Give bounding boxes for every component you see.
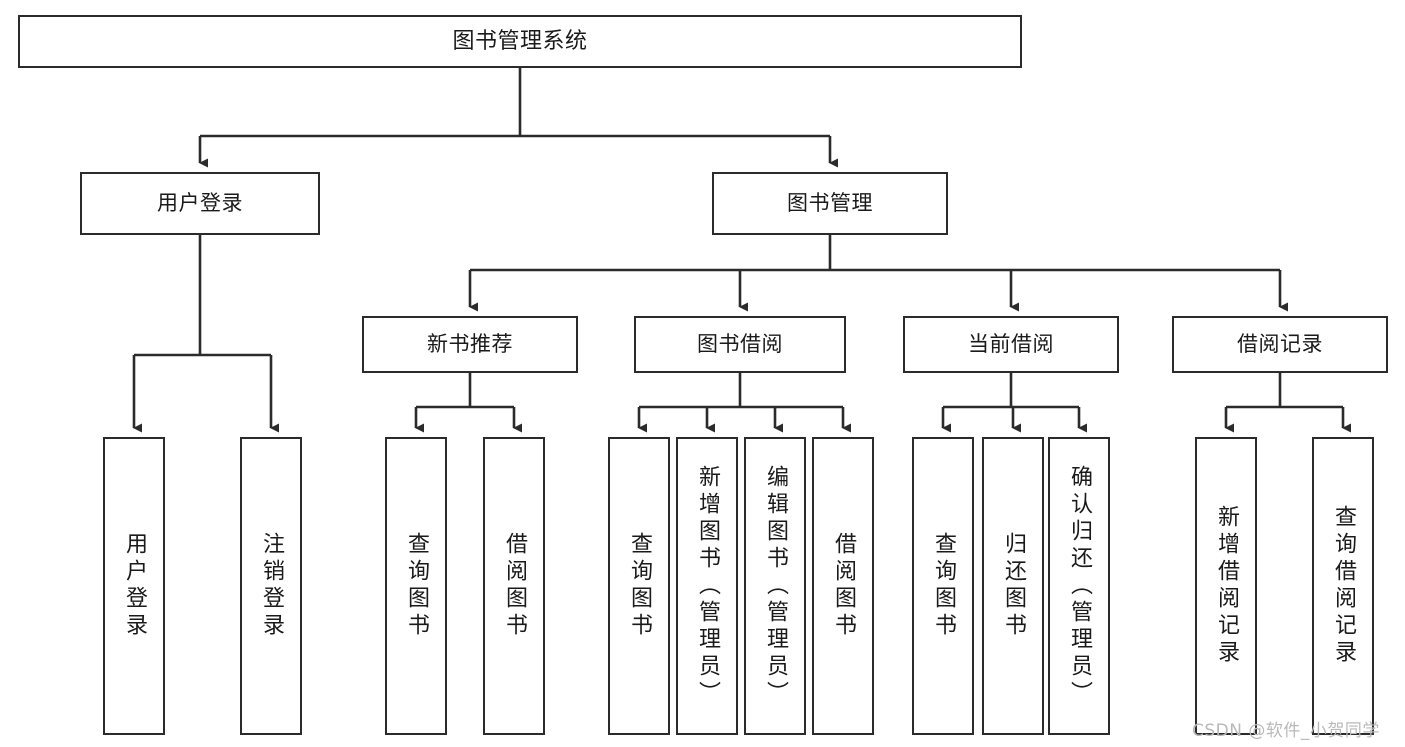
node-label-leaf-user-logout: 注销登录 [259, 532, 284, 640]
watermark-text: CSDN @软件_小贺同学 [1192, 721, 1380, 741]
node-label-book-borrow: 图书借阅 [697, 332, 783, 357]
node-label-book-manage: 图书管理 [787, 191, 873, 216]
node-label-leaf-bb-add: 新增图书（管理员） [695, 464, 720, 708]
node-label-borrow-record: 借阅记录 [1237, 332, 1323, 357]
node-label-leaf-rec-borrow: 借阅图书 [502, 532, 527, 640]
node-label-leaf-rec-query: 查询图书 [404, 532, 429, 640]
node-label-root: 图书管理系统 [452, 28, 588, 54]
node-leaf-user-login[interactable]: 用户登录 [103, 437, 165, 735]
node-leaf-user-logout[interactable]: 注销登录 [240, 437, 302, 735]
node-leaf-rec-borrow[interactable]: 借阅图书 [483, 437, 545, 735]
node-leaf-cb-return[interactable]: 归还图书 [982, 437, 1044, 735]
node-label-leaf-cb-query: 查询图书 [931, 532, 956, 640]
node-leaf-cb-query[interactable]: 查询图书 [912, 437, 974, 735]
node-label-current-borrow: 当前借阅 [968, 332, 1054, 357]
node-leaf-bb-edit[interactable]: 编辑图书（管理员） [744, 437, 806, 735]
node-borrow-record[interactable]: 借阅记录 [1172, 316, 1388, 373]
node-root[interactable]: 图书管理系统 [18, 15, 1022, 68]
node-book-manage[interactable]: 图书管理 [712, 172, 948, 235]
node-label-leaf-bb-edit: 编辑图书（管理员） [763, 464, 788, 708]
node-leaf-bb-add[interactable]: 新增图书（管理员） [676, 437, 738, 735]
node-new-book-rec[interactable]: 新书推荐 [362, 316, 578, 373]
node-leaf-cb-confirm[interactable]: 确认归还（管理员） [1048, 437, 1110, 735]
node-leaf-br-query[interactable]: 查询借阅记录 [1312, 437, 1374, 735]
node-leaf-rec-query[interactable]: 查询图书 [385, 437, 447, 735]
node-book-borrow[interactable]: 图书借阅 [634, 316, 846, 373]
node-label-leaf-br-add: 新增借阅记录 [1214, 505, 1239, 667]
node-label-leaf-br-query: 查询借阅记录 [1331, 505, 1356, 667]
node-leaf-bb-query[interactable]: 查询图书 [608, 437, 670, 735]
node-label-leaf-user-login: 用户登录 [122, 532, 147, 640]
node-label-leaf-cb-confirm: 确认归还（管理员） [1067, 464, 1092, 708]
node-label-leaf-cb-return: 归还图书 [1001, 532, 1026, 640]
node-leaf-br-add[interactable]: 新增借阅记录 [1195, 437, 1257, 735]
node-label-user-login: 用户登录 [157, 191, 243, 216]
node-label-leaf-bb-query: 查询图书 [627, 532, 652, 640]
node-current-borrow[interactable]: 当前借阅 [903, 316, 1119, 373]
node-leaf-bb-borrow[interactable]: 借阅图书 [812, 437, 874, 735]
node-label-leaf-bb-borrow: 借阅图书 [831, 532, 856, 640]
node-user-login[interactable]: 用户登录 [80, 172, 320, 235]
node-label-new-book-rec: 新书推荐 [427, 332, 513, 357]
